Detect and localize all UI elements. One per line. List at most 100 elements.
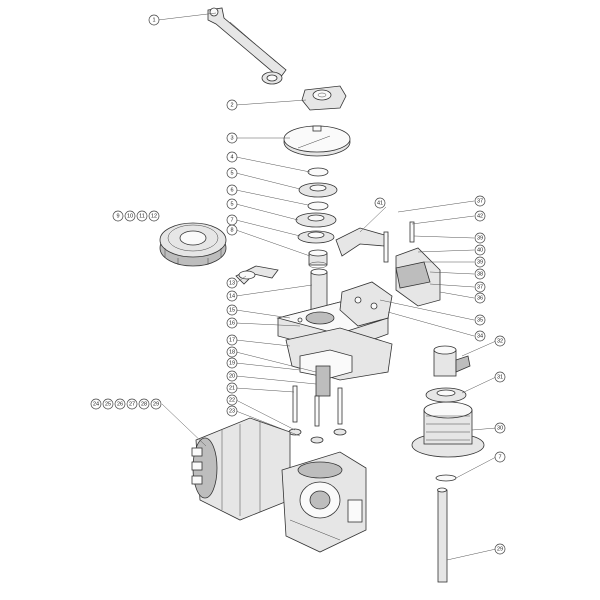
callout-3: 3 bbox=[226, 132, 238, 144]
callout-34: 34 bbox=[474, 330, 486, 342]
callout-11: 11 bbox=[136, 210, 148, 222]
callout-20: 20 bbox=[226, 370, 238, 382]
gear-housing-part bbox=[285, 327, 393, 397]
callout-label: 17 bbox=[229, 338, 235, 344]
callout-label: 38 bbox=[477, 272, 483, 278]
callout-7: 7 bbox=[226, 214, 238, 226]
callout-41: 41 bbox=[374, 197, 386, 209]
callout-39-second: 39 bbox=[474, 232, 486, 244]
callout-label: 16 bbox=[229, 321, 235, 327]
handle-socket-part bbox=[301, 85, 347, 111]
motor-gearbox-part bbox=[191, 417, 291, 521]
callout-31: 31 bbox=[494, 371, 506, 383]
callout-24: 24 bbox=[90, 398, 102, 410]
callout-42: 42 bbox=[474, 210, 486, 222]
callout-4: 4 bbox=[226, 151, 238, 163]
drum-part bbox=[411, 401, 485, 458]
top-cover-part bbox=[283, 125, 351, 157]
callout-16: 16 bbox=[226, 317, 238, 329]
callout-label: 15 bbox=[229, 308, 235, 314]
callout-label: 42 bbox=[477, 214, 483, 220]
callout-label: 7 bbox=[498, 455, 501, 461]
callout-13: 13 bbox=[226, 277, 238, 289]
callout-37-second: 37 bbox=[474, 195, 486, 207]
callout-17: 17 bbox=[226, 334, 238, 346]
callout-6: 6 bbox=[226, 184, 238, 196]
callout-label: 25 bbox=[105, 402, 111, 408]
callout-label: 22 bbox=[229, 398, 235, 404]
callout-label: 37 bbox=[477, 199, 483, 205]
self-tailing-ring-part bbox=[159, 222, 227, 267]
callout-label: 13 bbox=[229, 281, 235, 287]
callout-40: 40 bbox=[474, 244, 486, 256]
callout-label: 4 bbox=[230, 155, 233, 161]
callout-label: 30 bbox=[497, 426, 503, 432]
stripper-arm-part bbox=[235, 265, 279, 285]
washer-stack-part bbox=[295, 167, 338, 244]
callout-label: 26 bbox=[117, 402, 123, 408]
callout-label: 11 bbox=[139, 214, 145, 220]
callout-label: 31 bbox=[497, 375, 503, 381]
callout-32: 32 bbox=[494, 335, 506, 347]
callout-36: 36 bbox=[474, 292, 486, 304]
bushing-part bbox=[308, 249, 328, 269]
callout-label: 32 bbox=[497, 339, 503, 345]
callout-label: 5 bbox=[230, 171, 233, 177]
callout-label: 29 bbox=[497, 547, 503, 553]
callout-5: 5 bbox=[226, 167, 238, 179]
callout-23: 23 bbox=[226, 405, 238, 417]
callout-label: 3 bbox=[230, 136, 233, 142]
callout-8: 8 bbox=[226, 224, 238, 236]
callout-label: 29 bbox=[153, 402, 159, 408]
winch-handle-part bbox=[207, 7, 287, 85]
callout-9: 9 bbox=[112, 210, 124, 222]
callout-label: 41 bbox=[377, 201, 383, 207]
callout-label: 35 bbox=[477, 318, 483, 324]
gearbox-base-part bbox=[281, 451, 367, 553]
callout-25: 25 bbox=[102, 398, 114, 410]
callout-label: 20 bbox=[229, 374, 235, 380]
callout-label: 34 bbox=[477, 334, 483, 340]
callout-21: 21 bbox=[226, 382, 238, 394]
callout-27: 27 bbox=[126, 398, 138, 410]
pawl-plate-part bbox=[339, 281, 393, 327]
callout-1: 1 bbox=[148, 14, 160, 26]
callout-5-second: 5 bbox=[226, 198, 238, 210]
callout-label: 10 bbox=[127, 214, 133, 220]
callout-37: 37 bbox=[474, 281, 486, 293]
callout-22: 22 bbox=[226, 394, 238, 406]
callout-38: 38 bbox=[474, 268, 486, 280]
callout-label: 14 bbox=[229, 294, 235, 300]
callout-label: 8 bbox=[230, 228, 233, 234]
callout-7-drum: 7 bbox=[494, 451, 506, 463]
coupling-part bbox=[433, 345, 471, 377]
callout-label: 7 bbox=[230, 218, 233, 224]
callout-label: 18 bbox=[229, 350, 235, 356]
leader-lines bbox=[157, 12, 497, 561]
callout-label: 36 bbox=[477, 296, 483, 302]
callout-label: 39 bbox=[477, 236, 483, 242]
callout-label: 21 bbox=[229, 386, 235, 392]
callout-label: 23 bbox=[229, 409, 235, 415]
callout-label: 5 bbox=[230, 202, 233, 208]
callout-2: 2 bbox=[226, 99, 238, 111]
callout-label: 40 bbox=[477, 248, 483, 254]
callout-18: 18 bbox=[226, 346, 238, 358]
callout-label: 1 bbox=[152, 18, 155, 24]
callout-12: 12 bbox=[148, 210, 160, 222]
callout-label: 12 bbox=[151, 214, 157, 220]
callout-label: 19 bbox=[229, 361, 235, 367]
clutch-housing-part bbox=[395, 247, 441, 307]
callout-10: 10 bbox=[124, 210, 136, 222]
callout-29: 29 bbox=[150, 398, 162, 410]
callout-35: 35 bbox=[474, 314, 486, 326]
drum-top-part bbox=[425, 387, 467, 403]
callout-26: 26 bbox=[114, 398, 126, 410]
callout-28: 28 bbox=[138, 398, 150, 410]
bolts-part bbox=[288, 385, 347, 444]
callout-label: 24 bbox=[93, 402, 99, 408]
pawl-arm-part bbox=[335, 221, 415, 263]
callout-label: 27 bbox=[129, 402, 135, 408]
callout-label: 37 bbox=[477, 285, 483, 291]
